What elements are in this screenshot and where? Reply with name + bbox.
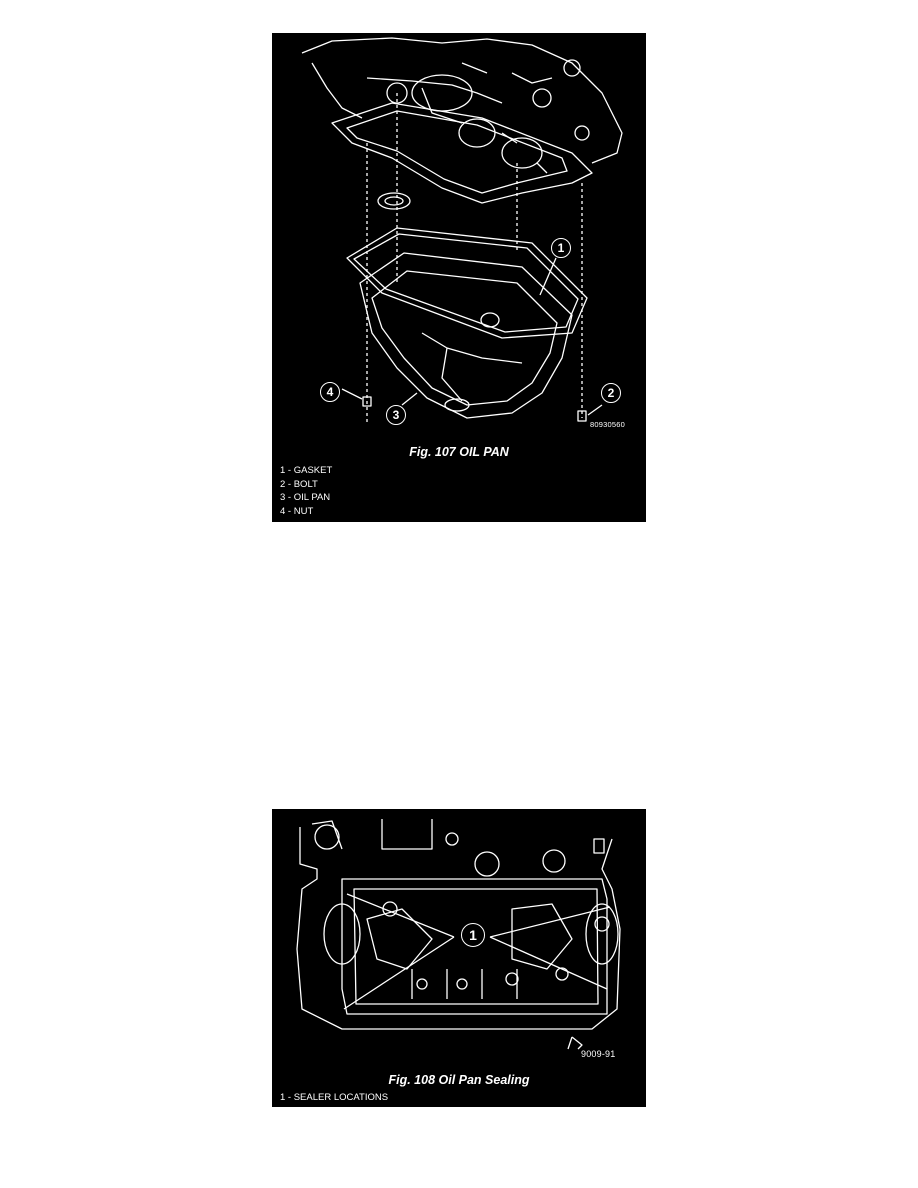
figure-108-oil-pan-sealing: 1 9009-91 Fig. 108 Oil Pan Sealing 1 - S…: [272, 809, 646, 1107]
image-code-label: 80930560: [590, 420, 625, 429]
legend-item: 3 - OIL PAN: [280, 492, 331, 503]
figure-107-oil-pan: 1 2 3 4 80930560 Fig. 107 OIL PAN 1 - GA…: [272, 33, 646, 522]
figure-caption: Fig. 108 Oil Pan Sealing: [388, 1073, 530, 1087]
callout-3: 3: [386, 405, 406, 425]
sealer-locations-illustration: [296, 819, 621, 1050]
legend-item: 1 - SEALER LOCATIONS: [280, 1092, 389, 1103]
callout-1: 1: [551, 238, 571, 258]
oil-pan-exploded-illustration: [301, 37, 623, 423]
figure-caption: Fig. 107 OIL PAN: [409, 445, 509, 459]
legend-item: 1 - GASKET: [280, 465, 333, 476]
legend-item: 4 - NUT: [280, 505, 314, 517]
legend-list: 1 - GASKET 2 - BOLT 3 - OIL PAN 4 - NUT: [280, 464, 332, 518]
legend-item: 2 - BOLT: [280, 478, 318, 490]
callout-4: 4: [320, 382, 340, 402]
callout-2: 2: [601, 383, 621, 403]
callout-1: 1: [461, 923, 485, 947]
legend-list: 1 - SEALER LOCATIONS: [280, 1091, 388, 1105]
image-code-label: 9009-91: [581, 1049, 616, 1059]
